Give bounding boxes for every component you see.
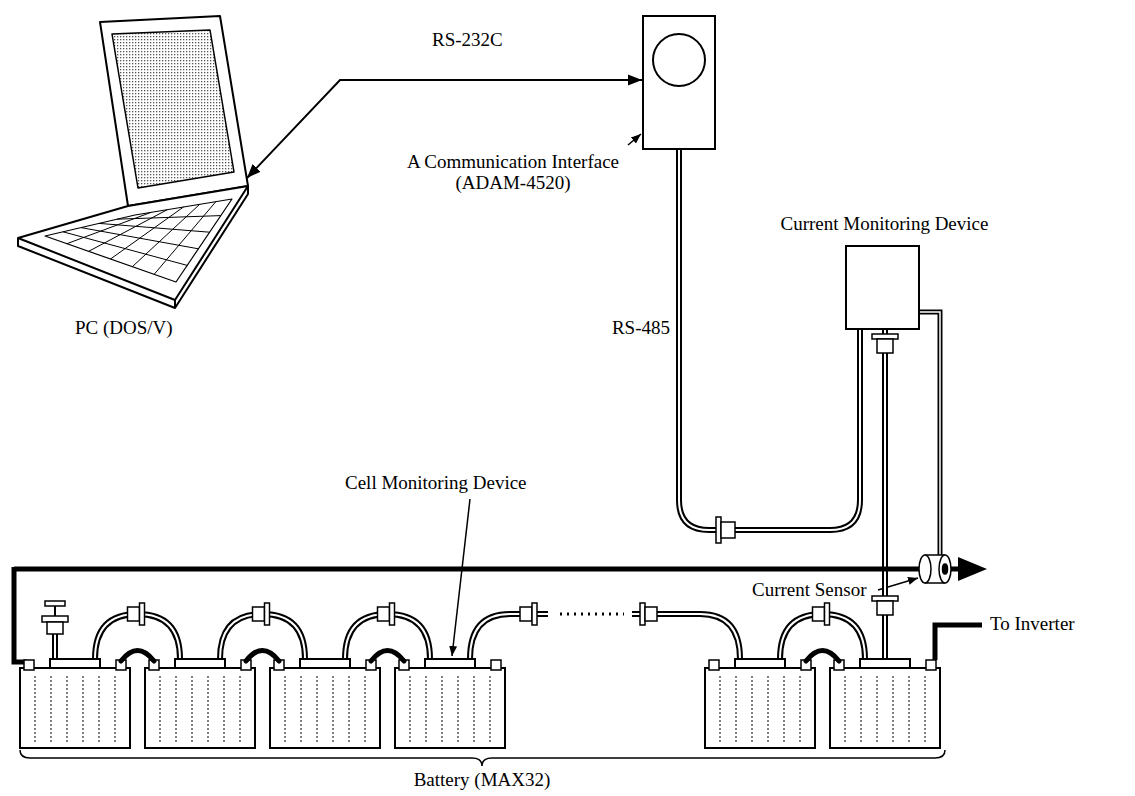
output-label: To Inverter bbox=[990, 614, 1075, 635]
node-label: A Communication Interface (ADAM-4520) bbox=[389, 152, 637, 194]
laptop-pc: PC (DOS/V) bbox=[15, 15, 247, 300]
interface-dial bbox=[653, 34, 705, 86]
communication-interface: A Communication Interface (ADAM-4520) bbox=[642, 15, 716, 150]
laptop-drawing bbox=[18, 16, 248, 308]
power-line bbox=[14, 567, 982, 662]
signal-label: RS-485 bbox=[590, 318, 670, 339]
group-label: Battery (MAX32) bbox=[382, 770, 582, 791]
leader-arrows bbox=[452, 134, 918, 656]
output-arrow bbox=[958, 557, 987, 581]
bus-cable bbox=[679, 150, 860, 530]
battery-cells bbox=[20, 651, 940, 749]
sensor-wire bbox=[920, 312, 940, 556]
cable-connectors bbox=[42, 334, 898, 634]
part-label: Current Sensor bbox=[752, 580, 867, 601]
signal-label: RS-232C bbox=[432, 30, 503, 51]
current-sensor bbox=[919, 555, 951, 583]
part-label: Cell Monitoring Device bbox=[345, 473, 527, 494]
battery-brace bbox=[20, 750, 945, 766]
node-label: PC (DOS/V) bbox=[75, 318, 173, 339]
battery-cable bbox=[55, 330, 885, 659]
node-label: Current Monitoring Device bbox=[752, 214, 1017, 235]
current-monitoring-device: Current Monitoring Device bbox=[845, 245, 920, 330]
